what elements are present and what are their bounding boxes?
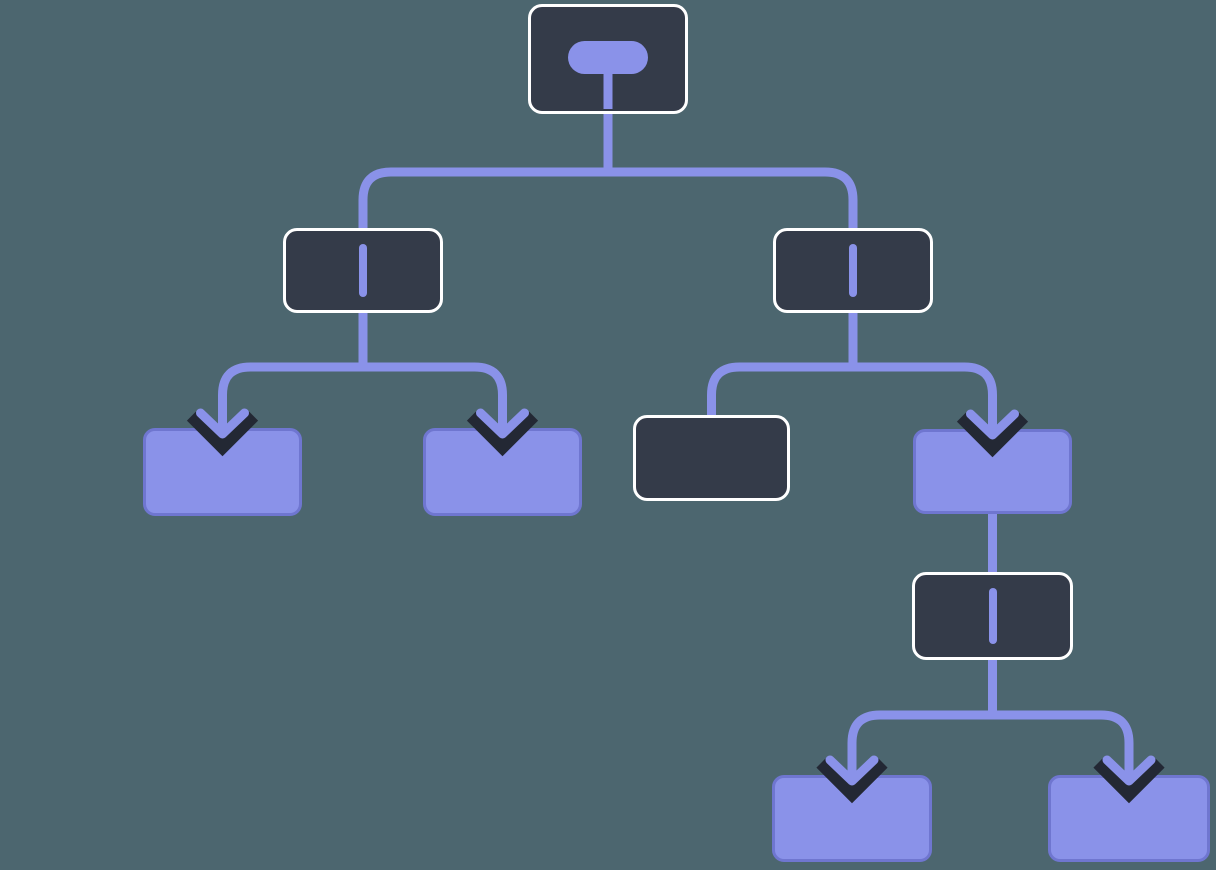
connector-edge [218, 362, 363, 414]
connector-edge [358, 167, 608, 229]
leaf-left-2-node[interactable] [423, 428, 582, 516]
connector-edge [847, 710, 993, 761]
leaf-left-1-node[interactable] [143, 428, 302, 516]
branch-left-node[interactable] [283, 228, 443, 313]
connector-edge [608, 167, 858, 229]
connector-edge [363, 362, 507, 414]
divider-bar-icon [988, 588, 997, 644]
divider-bar-icon [359, 244, 367, 297]
connector-edge [853, 362, 997, 415]
branch-bottom-node[interactable] [912, 572, 1073, 660]
root-stem-shape [603, 67, 613, 109]
divider-bar-icon [849, 244, 857, 297]
connector-edge [707, 362, 853, 416]
connector-edge [992, 710, 1134, 761]
root-node[interactable] [528, 4, 688, 114]
root-pill-icon [531, 7, 685, 111]
leaf-dark-node[interactable] [633, 415, 790, 501]
branch-right-node[interactable] [773, 228, 933, 313]
mid-purple-node[interactable] [913, 429, 1072, 514]
leaf-bottom-1-node[interactable] [772, 775, 932, 862]
leaf-bottom-2-node[interactable] [1048, 775, 1210, 862]
